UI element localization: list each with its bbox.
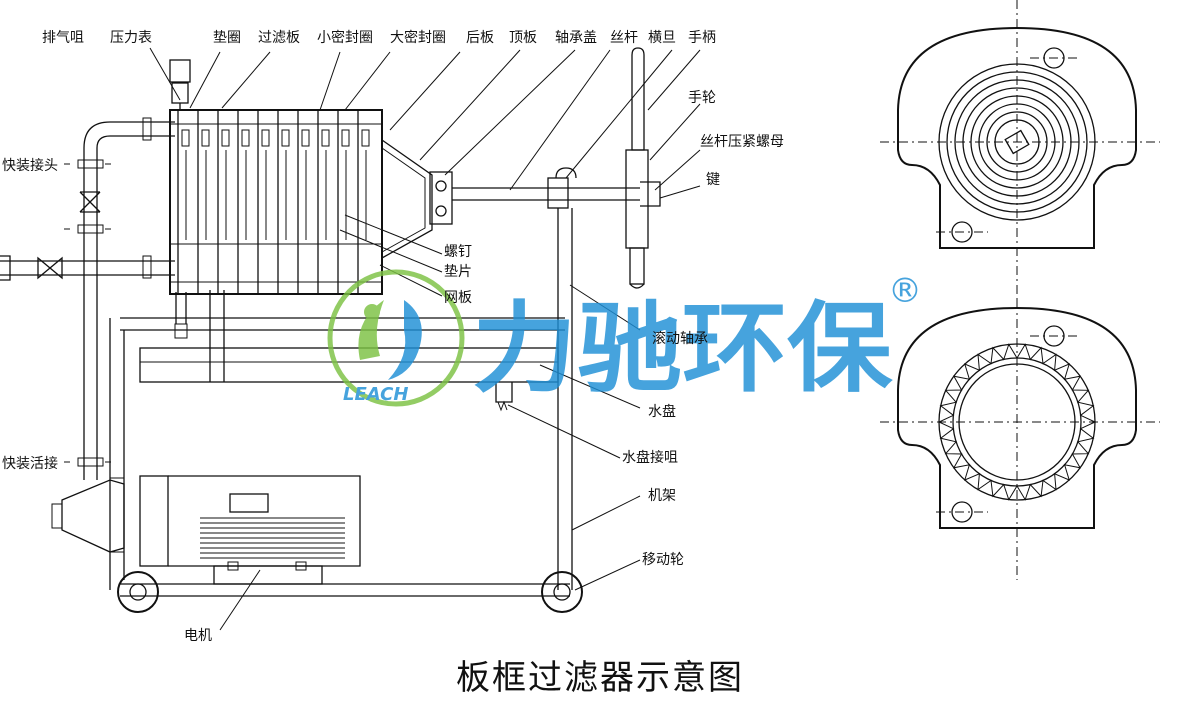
water-drop-icon: [388, 300, 422, 380]
label-rear-plate: 后板: [466, 30, 494, 46]
caster-left-wheel: [117, 571, 159, 613]
plate-slot: [341, 129, 350, 147]
label-spacer: 垫片: [444, 264, 472, 280]
plate-slot: [361, 129, 370, 147]
label-screw: 螺钉: [444, 244, 472, 260]
diagram-title: 板框过滤器示意图: [456, 658, 744, 698]
plate-slot: [321, 129, 330, 147]
label-water-tray: 水盘: [648, 403, 676, 420]
plate-view-top: [880, 0, 1160, 300]
quick-joint-fittings: [64, 117, 152, 467]
label-handwheel: 手轮: [688, 90, 716, 106]
plate-view-bottom: [880, 300, 1160, 580]
filter-press-drawing: [0, 47, 661, 613]
label-mesh-plate: 网板: [444, 290, 472, 306]
motor-drawing: [139, 475, 361, 585]
plate-slot: [241, 129, 250, 147]
plate-slot: [261, 129, 270, 147]
logo-ring: [327, 269, 465, 407]
plate-ring: [962, 87, 1072, 197]
leader-lines: [149, 47, 701, 631]
label-pressure-gauge: 压力表: [110, 30, 152, 46]
label-frame: 机架: [648, 488, 676, 504]
plate-slot: [281, 129, 290, 147]
plate-ring: [978, 103, 1056, 181]
label-gasket: 垫圈: [213, 30, 241, 46]
plate-stack: [169, 109, 383, 295]
plate-ring: [970, 95, 1064, 189]
label-screw-nut: 丝杆压紧螺母: [700, 134, 784, 150]
plate-ring: [954, 79, 1080, 205]
label-top-plate: 顶板: [509, 30, 537, 46]
plate-ring: [946, 71, 1088, 213]
plate-ring: [994, 119, 1040, 165]
caster-right-wheel: [541, 571, 583, 613]
plate-slot: [301, 129, 310, 147]
label-handle: 手柄: [688, 30, 716, 46]
label-tray-nozzle: 水盘接咀: [622, 449, 678, 466]
label-key: 键: [706, 172, 720, 188]
plate-ring: [986, 111, 1048, 173]
label-large-seal: 大密封圈: [390, 29, 446, 46]
plate-slot: [181, 129, 190, 147]
watermark-brand: 力驰环保: [472, 292, 893, 406]
label-screw-rod: 丝杆: [610, 30, 638, 46]
label-crossbeam: 横旦: [648, 30, 676, 46]
label-caster: 移动轮: [642, 552, 684, 568]
label-small-seal: 小密封圈: [317, 29, 373, 46]
plate-slot: [201, 129, 210, 147]
machine-frame: [109, 208, 573, 597]
label-filter-plate: 过滤板: [258, 30, 300, 46]
label-quick-joint: 快装接头: [2, 157, 58, 174]
label-exhaust-nozzle: 排气咀: [42, 30, 84, 46]
leach-watermark: LEACH 力驰环保 ®: [327, 269, 922, 407]
label-quick-union: 快装活接: [2, 455, 58, 472]
label-motor: 电机: [184, 628, 212, 644]
registered-mark: ®: [888, 271, 922, 311]
seal-zigzag: [937, 343, 1096, 501]
label-rolling-bearing: 滚动轴承: [652, 330, 708, 347]
plate-slot: [221, 129, 230, 147]
label-bearing-cover: 轴承盖: [555, 30, 597, 46]
labels: 排气咀 压力表 垫圈 过滤板 小密封圈 大密封圈 后板 顶板 轴承盖 丝杆 横旦…: [2, 29, 784, 644]
watermark-latin: LEACH: [343, 384, 408, 405]
plate-ring: [938, 63, 1096, 221]
